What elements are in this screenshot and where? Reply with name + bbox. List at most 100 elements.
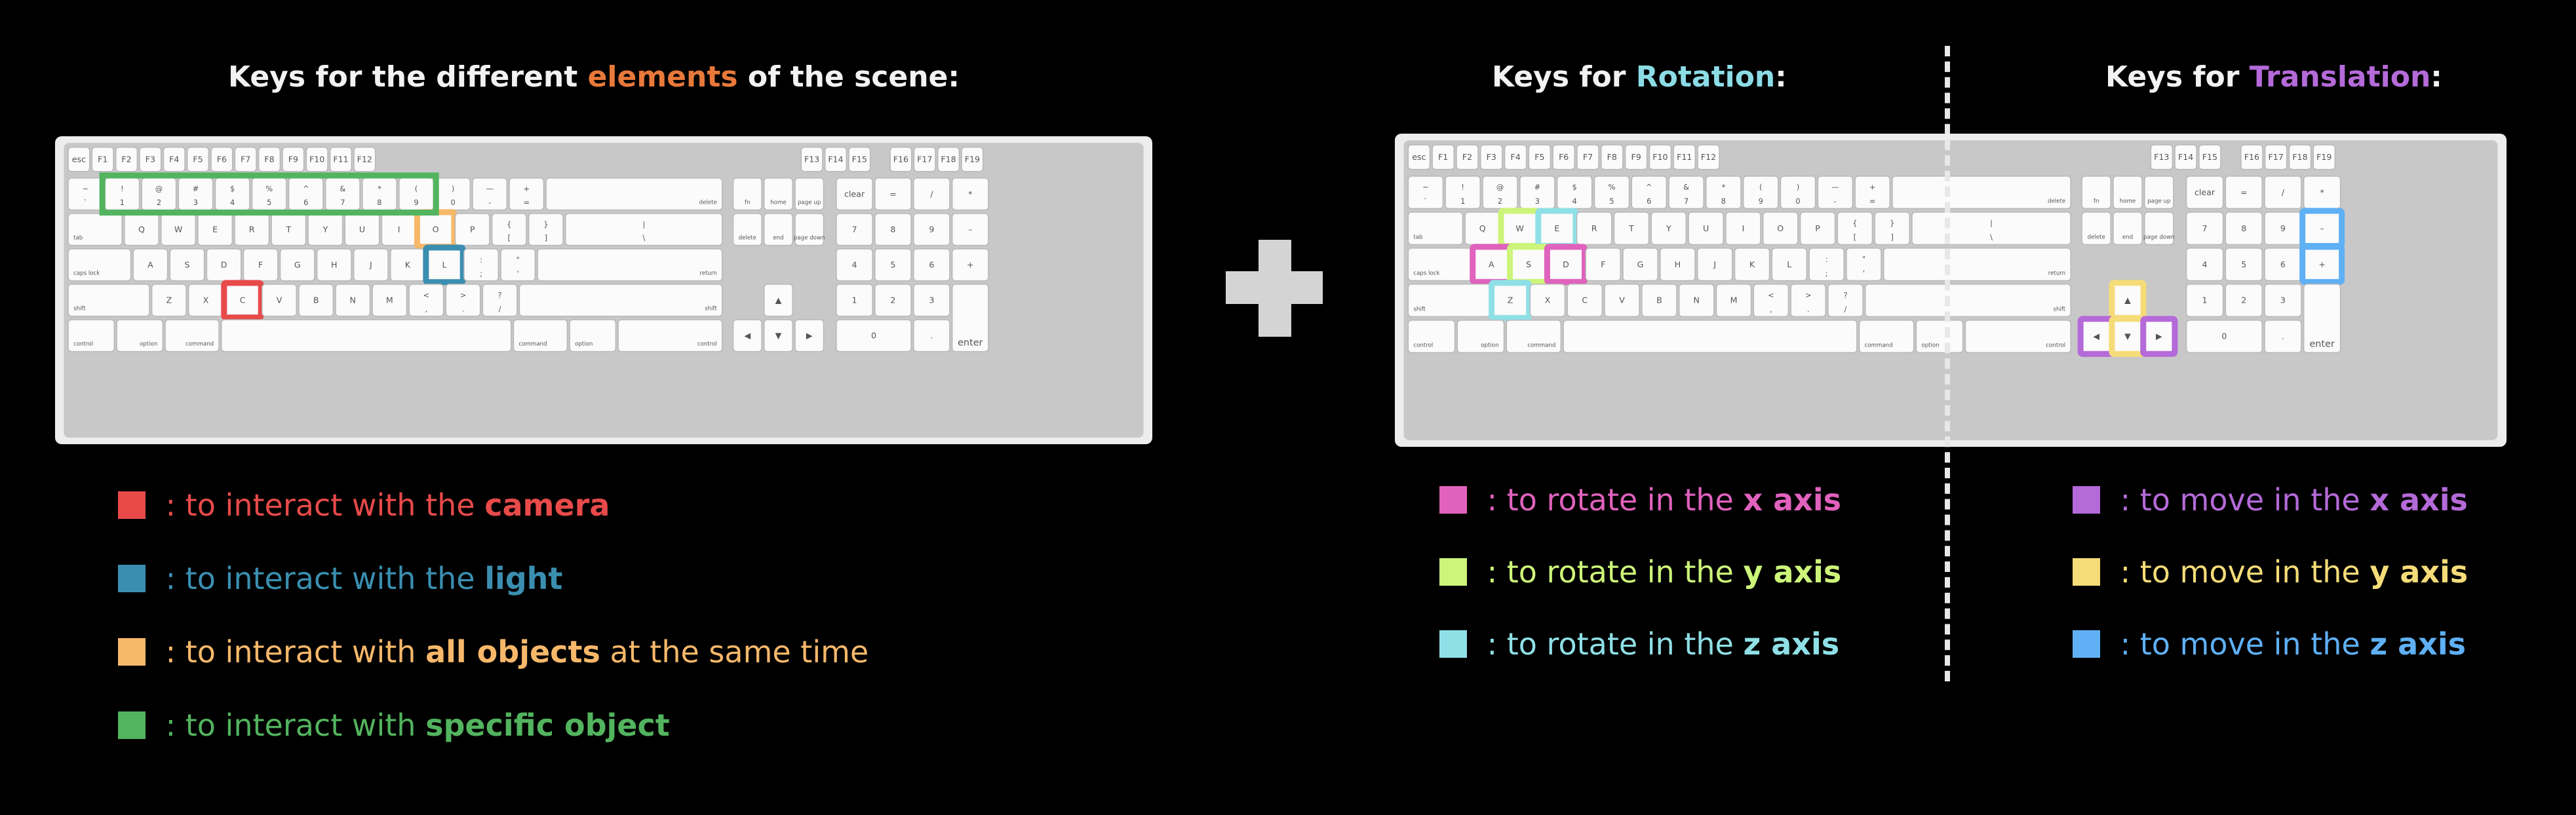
kb2-key-num-4-bottom: 4 — [1572, 197, 1577, 206]
kb1-key-num-9-bottom: 9 — [414, 198, 418, 207]
kb1-key-delete: delete — [545, 178, 723, 211]
kb1-key-numpad-r1-0: clear — [836, 178, 873, 211]
kb1-key-g-cap — [279, 248, 315, 282]
legend-rotation-item-0: : to rotate in the x axis — [1439, 482, 1841, 518]
kb2-key-m: M — [1715, 284, 1752, 318]
kb2-key-num-11-cap — [1817, 176, 1854, 210]
kb2-key-option-left-label: option — [1481, 342, 1498, 349]
kb1-key-nav-top-0-label: fn — [745, 199, 751, 206]
kb1-key-numpad-r1-0-cap — [836, 178, 873, 211]
kb1-key-y-label: Y — [322, 224, 328, 234]
kb1-key-semi-1-bottom: ' — [517, 269, 519, 278]
kb1-key-f11-cap — [329, 147, 353, 172]
kb2-key-command-right: command — [1858, 320, 1915, 354]
kb2-key-a-label: A — [1489, 259, 1494, 269]
kb1-key-enter: enter — [951, 284, 989, 352]
kb2-key-num-10-bottom: 0 — [1795, 197, 1800, 206]
legend-translation-text-1: : to move in the — [2111, 554, 2370, 590]
kb2-key-num-11-top: — — [1831, 183, 1839, 192]
kb1-key-numpad-r2-0: 7 — [836, 213, 873, 246]
kb1-key-nav-bottom-0-cap — [732, 213, 762, 246]
kb1-key-numpad-r2-0-cap — [836, 213, 873, 246]
kb2-key-c-label: C — [1582, 295, 1588, 305]
kb2-key-numpad-r3-1-label: 5 — [2241, 259, 2246, 269]
kb1-key-f2-cap — [115, 147, 138, 172]
kb2-key-semi-1-cap — [1846, 248, 1882, 282]
kb1-key-comma-1-cap — [445, 284, 481, 317]
kb2-key-o: O — [1762, 212, 1799, 246]
legend-rotation-swatch-0 — [1439, 486, 1467, 514]
kb1-key-bracket-0: {[ — [491, 213, 527, 246]
kb1-key-n-cap — [335, 284, 371, 317]
kb1-key-numpad-r3-1-cap — [874, 248, 912, 282]
kb1-key-semi-0-cap — [463, 248, 499, 282]
kb2-key-num-2-top: @ — [1496, 183, 1504, 192]
kb1-key-z-label: Z — [166, 295, 172, 305]
kb1-key-numpad-r3-2-cap — [912, 248, 950, 282]
kb2-key-command-right-label: command — [1865, 342, 1893, 349]
kb1-key-command-left-cap — [165, 319, 220, 352]
kb1-key-v: V — [262, 284, 298, 317]
kb2-key-n-label: N — [1693, 295, 1699, 305]
kb1-key-f7: F7 — [234, 147, 257, 172]
kb2-key-a: A — [1470, 244, 1513, 285]
kb2-key-numpad-r1-3: * — [2303, 176, 2341, 210]
kb1-key-numpad-r1-2-cap — [912, 178, 950, 211]
kb2-key-num-8-top: * — [1722, 183, 1726, 192]
kb2-key-numpad-r3-2: 6 — [2264, 248, 2302, 282]
kb1-key-numpad-r4-0: 1 — [836, 284, 873, 317]
kb2-key-p-label: P — [1815, 223, 1820, 233]
kb1-key-num-9-top: ( — [415, 184, 418, 193]
kb1-key-k-label: K — [405, 259, 411, 269]
kb1-key-num-7-bottom: 7 — [340, 198, 345, 207]
kb2-key-numpad-r1-0-label: clear — [2195, 187, 2215, 197]
kb2-key-numpad-r4-1-label: 2 — [2241, 295, 2246, 305]
kb1-key-f13-cap — [800, 147, 823, 172]
dashed-divider — [1945, 46, 1950, 681]
kb1-key-f3-label: F3 — [146, 154, 155, 164]
kb1-key-numpad-r3-0: 4 — [836, 248, 873, 282]
kb1-key-comma-2-top: ? — [498, 290, 502, 299]
kb2-key-semi-0-bottom: ; — [1825, 269, 1828, 278]
legend-translation-swatch-1 — [2073, 558, 2100, 586]
kb2-key-bracket-0-top: { — [1852, 219, 1857, 228]
kb1-key-option-left-cap — [116, 319, 164, 352]
kb2-key-t-label: T — [1628, 223, 1634, 233]
kb2-key-f: F — [1585, 248, 1622, 282]
kb1-key-f3: F3 — [139, 147, 162, 172]
kb1-key-num-12: += — [509, 178, 545, 211]
kb1-key-f10-label: F10 — [309, 154, 324, 164]
kb2-key-num-6-bottom: 6 — [1647, 197, 1651, 206]
kb1-key-f16-cap — [889, 147, 912, 172]
kb2-key-u: U — [1688, 212, 1724, 246]
kb1-key-nav-bottom-1-cap — [763, 213, 794, 246]
kb1-key-return: return — [537, 248, 723, 282]
legend-rotation-text-1: : to rotate in the — [1477, 554, 1744, 590]
kb2-key-num-2: @2 — [1482, 176, 1518, 210]
kb2-key-f15-label: F15 — [2202, 152, 2217, 162]
kb2-key-nav-top-0-cap — [2081, 176, 2111, 210]
kb2-key-nav-top-2-cap — [2144, 176, 2174, 210]
kb1-key-numpad-r3-3-label: + — [967, 259, 974, 269]
kb2-key-f4: F4 — [1504, 144, 1527, 170]
kb1-key-f14-label: F14 — [828, 154, 843, 164]
kb1-number-keys-highlight — [99, 172, 439, 216]
legend-rotation-swatch-1 — [1439, 558, 1467, 586]
kb2-key-shift-right-cap — [1864, 284, 2071, 318]
kb2-key-f14-cap — [2174, 144, 2197, 170]
kb2-key-nav-top-2-label: page up — [2147, 198, 2170, 204]
kb2-key-bracket-1: }] — [1874, 212, 1910, 246]
kb2-key-bracket-2: |\ — [1911, 212, 2071, 246]
kb1-key-num-8-top: * — [378, 184, 381, 193]
kb2-key-b-label: B — [1656, 295, 1662, 305]
kb1-key-numpad-r4-1: 2 — [874, 284, 912, 317]
kb2-key-nav-top-1-label: home — [2120, 198, 2136, 204]
kb1-key-f: F — [243, 248, 279, 282]
kb2-key-f7-label: F7 — [1583, 152, 1593, 162]
kb2-key-num-12-top: + — [1869, 183, 1876, 192]
legend-translation-bold-2: z axis — [2370, 626, 2466, 662]
kb1-key-command-right-label: command — [518, 341, 547, 348]
title-translation-post: : — [2430, 60, 2442, 94]
kb1-key-u-label: U — [359, 224, 365, 234]
kb2-key-num-8: *8 — [1706, 176, 1742, 210]
